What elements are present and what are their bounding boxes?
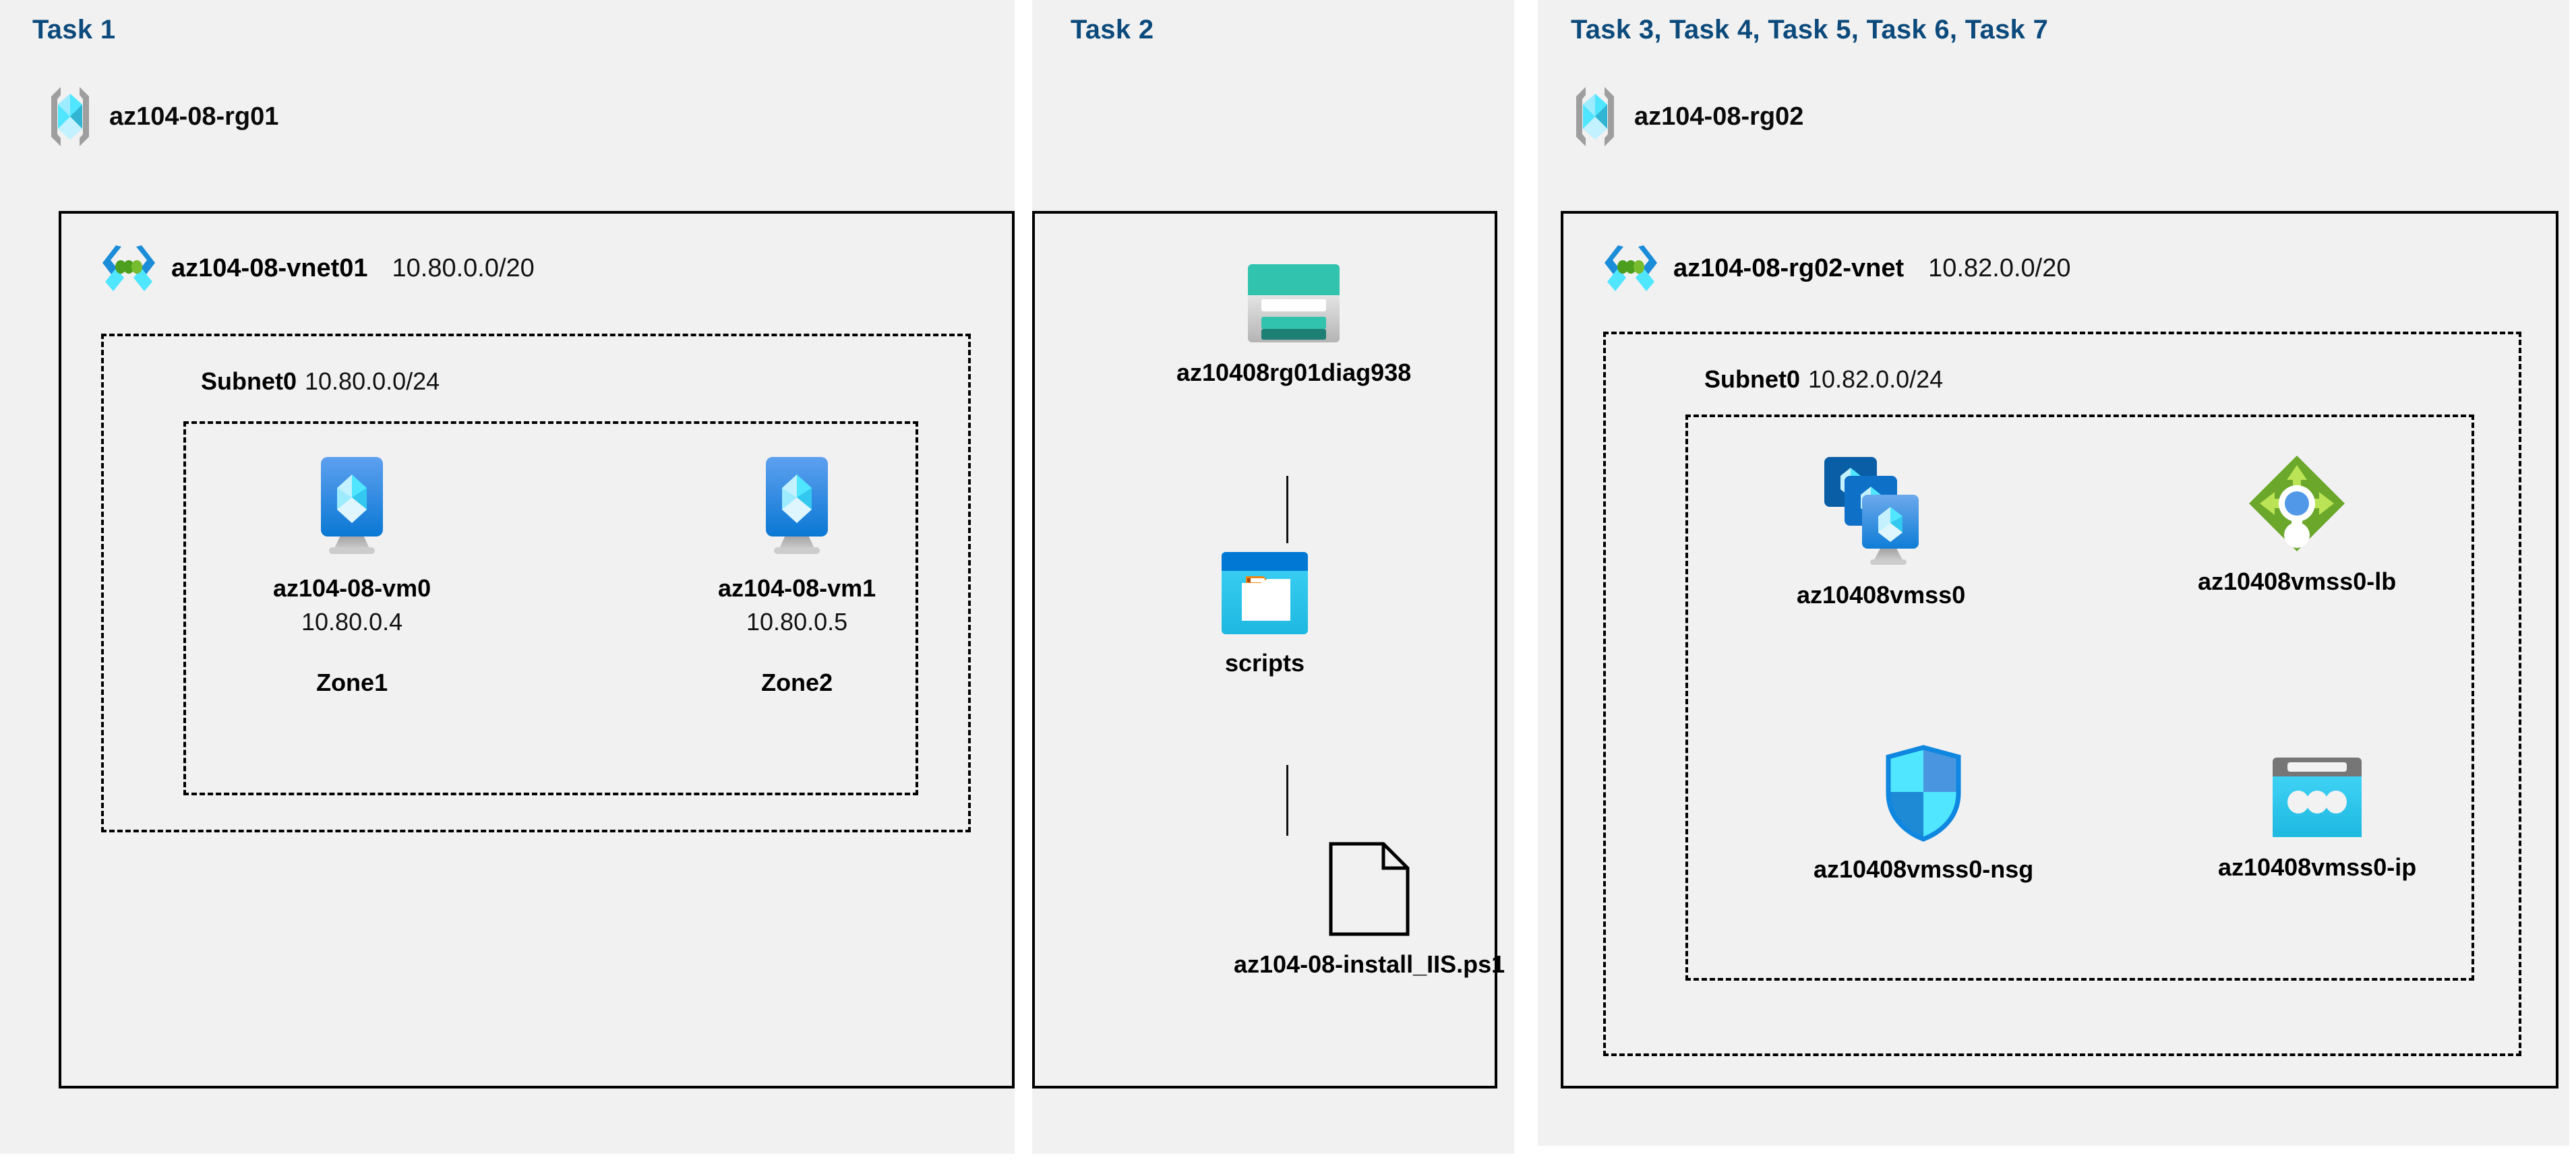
vnet01-name: az104-08-vnet01 [171, 253, 368, 282]
connector-container-to-file [1286, 765, 1288, 836]
network-security-group-node[interactable]: az10408vmss0-nsg [1814, 745, 2033, 884]
load-balancer-node[interactable]: az10408vmss0-lb [2198, 453, 2396, 596]
vnet02-cidr: 10.82.0.0/20 [1928, 253, 2071, 282]
resource-group-label: az104-08-rg02 [1634, 102, 1804, 131]
vnet02-header[interactable]: az104-08-rg02-vnet 10.82.0.0/20 [1603, 243, 2070, 294]
vnet01-header[interactable]: az104-08-vnet01 10.80.0.0/20 [101, 243, 535, 294]
virtual-machine-vm1[interactable]: az104-08-vm1 10.80.0.5 Zone2 [718, 453, 876, 697]
storage-account-name: az10408rg01diag938 [1176, 359, 1412, 386]
resource-group-icon [1571, 84, 1619, 149]
vnet01-boundary [59, 211, 1015, 1088]
subnet0-left-label: Subnet0 10.80.0.0/24 [201, 367, 440, 396]
scale-set-resources-boundary [1685, 415, 2474, 981]
vm-scale-set-name: az10408vmss0 [1797, 581, 1966, 609]
vm0-zone: Zone1 [316, 669, 388, 696]
vm-scale-set-node[interactable]: az10408vmss0 [1797, 453, 1965, 609]
load-balancer-name: az10408vmss0-lb [2198, 567, 2397, 595]
task3to7-header: Task 3, Task 4, Task 5, Task 6, Task 7 [1571, 15, 2049, 44]
vm1-ip: 10.80.0.5 [746, 608, 848, 636]
vm1-zone: Zone2 [761, 669, 833, 696]
resource-group-icon [46, 84, 94, 149]
vnet02-boundary [1561, 211, 2558, 1088]
subnet0-left-boundary [101, 334, 971, 832]
virtual-network-icon [1603, 243, 1658, 294]
script-file-icon [1327, 841, 1412, 937]
task3to7-panel [1538, 0, 2569, 1146]
script-file-name: az104-08-install_IIS.ps1 [1234, 950, 1505, 978]
vm0-name: az104-08-vm0 [273, 574, 431, 602]
public-ip-address-icon [2270, 755, 2364, 840]
storage-account-icon [1245, 262, 1342, 345]
blob-container-node[interactable]: scripts [1220, 551, 1309, 677]
subnet0-right-boundary [1603, 332, 2521, 1056]
subnet0-right-cidr: 10.82.0.0/24 [1808, 365, 1944, 393]
public-ip-address-node[interactable]: az10408vmss0-ip [2218, 755, 2416, 882]
subnet0-left-name: Subnet0 [201, 367, 297, 395]
blob-container-name: scripts [1224, 649, 1305, 677]
vm0-ip: 10.80.0.4 [301, 608, 403, 636]
virtual-machine-icon [747, 453, 847, 561]
virtual-machine-icon [302, 453, 402, 561]
virtual-network-icon [101, 243, 156, 294]
resource-group-label: az104-08-rg01 [109, 102, 279, 131]
vnet02-name: az104-08-rg02-vnet [1673, 253, 1905, 282]
subnet0-left-cidr: 10.80.0.0/24 [305, 367, 440, 395]
availability-zones-boundary [183, 421, 918, 795]
virtual-machine-vm0[interactable]: az104-08-vm0 10.80.0.4 Zone1 [273, 453, 431, 697]
storage-account-node[interactable]: az10408rg01diag938 [1176, 262, 1411, 387]
connector-storage-to-container [1286, 476, 1288, 543]
public-ip-address-name: az10408vmss0-ip [2218, 853, 2417, 881]
network-security-group-icon [1884, 745, 1963, 842]
blob-container-icon [1220, 551, 1309, 636]
script-file-node[interactable]: az104-08-install_IIS.ps1 [1234, 841, 1505, 979]
task1-header: Task 1 [32, 15, 116, 44]
subnet0-right-name: Subnet0 [1704, 365, 1801, 393]
task2-boundary [1032, 211, 1497, 1088]
resource-group-rg01[interactable]: az104-08-rg01 [46, 84, 278, 149]
task2-header: Task 2 [1071, 15, 1154, 44]
task1-panel [0, 0, 1015, 1154]
load-balancer-icon [2246, 453, 2347, 554]
network-security-group-name: az10408vmss0-nsg [1814, 855, 2034, 883]
resource-group-rg02[interactable]: az104-08-rg02 [1571, 84, 1803, 149]
vm1-name: az104-08-vm1 [718, 574, 876, 602]
vm-scale-set-icon [1814, 453, 1948, 567]
vnet01-cidr: 10.80.0.0/20 [392, 253, 535, 282]
